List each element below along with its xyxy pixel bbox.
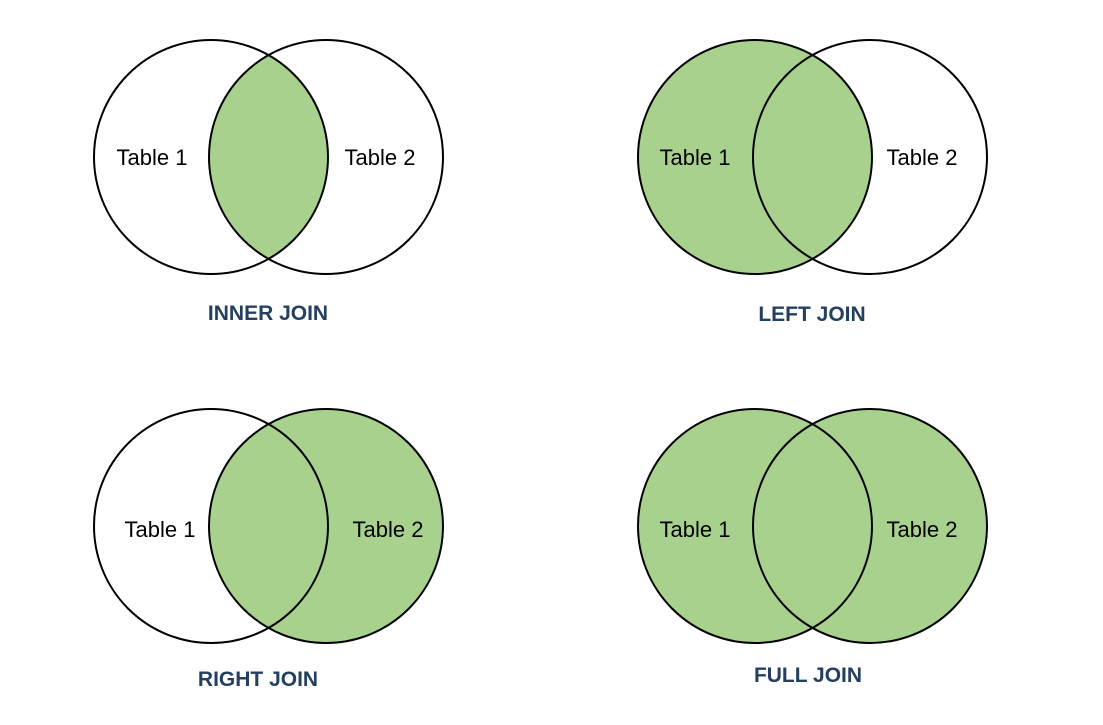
table1-label: Table 1 xyxy=(660,145,731,170)
table2-circle xyxy=(208,408,444,644)
inner-join-title: INNER JOIN xyxy=(208,302,328,325)
inner-join-panel: Table 1 Table 2 INNER JOIN xyxy=(93,39,444,325)
table1-circle xyxy=(93,39,329,275)
table2-region xyxy=(209,409,443,643)
right-join-title: RIGHT JOIN xyxy=(198,668,318,691)
table2-circle xyxy=(208,39,444,275)
table1-circle xyxy=(637,39,873,275)
table1-circle xyxy=(637,408,873,644)
table2-circle xyxy=(752,39,988,275)
left-join-title: LEFT JOIN xyxy=(758,303,865,326)
table2-label: Table 2 xyxy=(887,145,958,170)
full-join-panel: Table 1 Table 2 FULL JOIN xyxy=(637,408,988,687)
table1-label: Table 1 xyxy=(125,517,196,542)
left-join-panel: Table 1 Table 2 LEFT JOIN xyxy=(637,39,988,326)
table2-label: Table 2 xyxy=(345,145,416,170)
full-join-title: FULL JOIN xyxy=(754,664,862,687)
table2-label: Table 2 xyxy=(887,517,958,542)
table1-label: Table 1 xyxy=(117,145,188,170)
table1-circle xyxy=(93,408,329,644)
table2-region xyxy=(753,409,987,643)
intersection-region xyxy=(209,55,328,259)
table1-label: Table 1 xyxy=(660,517,731,542)
table1-region xyxy=(638,40,872,274)
right-join-panel: Table 1 Table 2 RIGHT JOIN xyxy=(93,408,444,691)
table2-label: Table 2 xyxy=(353,517,424,542)
table2-circle xyxy=(752,408,988,644)
